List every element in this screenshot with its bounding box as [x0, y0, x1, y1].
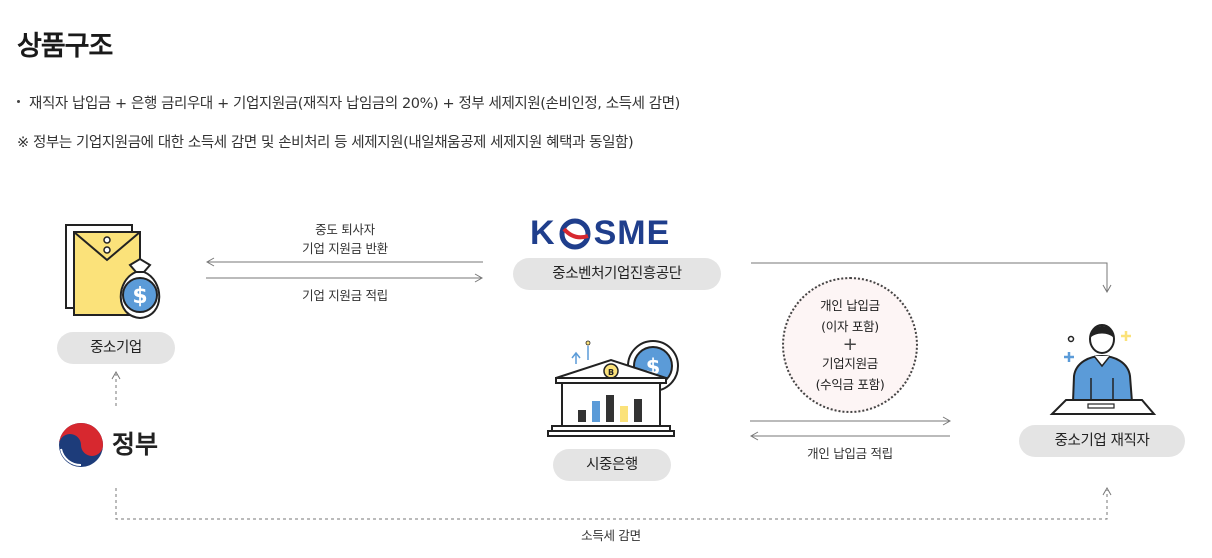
- svg-text:$: $: [132, 284, 147, 309]
- accumulation-circle: 개인 납입금 (이자 포함) + 기업지원금 (수익금 포함): [782, 277, 918, 413]
- structure-description: 재직자 납입금 + 은행 금리우대 + 기업지원금(재직자 납임금의 20%) …: [17, 92, 680, 113]
- company-deposit-arrow: [206, 273, 484, 283]
- tax-reduction-path: [115, 486, 1112, 520]
- bank-to-employee-arrow: [750, 416, 952, 426]
- circle-line-interest: (이자 포함): [821, 319, 879, 334]
- refund-label-line1: 중도 퇴사자: [315, 222, 375, 237]
- government-to-sme-arrow: [111, 370, 121, 406]
- employee-node: 중소기업 재직자: [1019, 425, 1185, 457]
- employee-desk-icon: [1049, 324, 1157, 415]
- sme-node: 중소기업: [57, 332, 175, 364]
- circle-plus: +: [842, 334, 858, 355]
- government-note: ※ 정부는 기업지원금에 대한 소득세 감면 및 손비처리 등 세제지원(내일채…: [17, 135, 634, 151]
- refund-label-line2: 기업 지원금 반환: [302, 241, 388, 256]
- kosme-to-employee-arrow: [751, 262, 1112, 294]
- structure-description-text: 재직자 납입금 + 은행 금리우대 + 기업지원금(재직자 납임금의 20%) …: [29, 96, 680, 112]
- kosme-node: 중소벤처기업진흥공단: [513, 258, 721, 290]
- tax-reduction-label: 소득세 감면: [581, 528, 641, 543]
- kosme-logo: K SME: [530, 214, 670, 253]
- refund-arrow: [205, 257, 483, 267]
- circle-line-company: 기업지원금: [821, 356, 878, 371]
- kosme-logo-o-icon: [559, 218, 591, 249]
- envelope-money-bag-icon: $: [65, 224, 161, 320]
- bank-building-icon: $ B: [547, 340, 679, 437]
- page-title: 상품구조: [17, 31, 113, 62]
- government-node: 정부: [112, 430, 159, 459]
- government-emblem-icon: [59, 423, 103, 467]
- personal-deposit-arrow: [749, 431, 950, 441]
- bank-node: 시중은행: [553, 449, 671, 481]
- kosme-logo-letter-k: K: [530, 214, 556, 252]
- circle-line-personal: 개인 납입금: [820, 298, 880, 313]
- bullet-dot: [17, 99, 20, 103]
- circle-line-earnings: (수익금 포함): [815, 377, 885, 392]
- kosme-logo-letters-sme: SME: [593, 214, 671, 252]
- personal-deposit-label: 개인 납입금 적립: [807, 446, 893, 461]
- svg-text:B: B: [608, 368, 614, 377]
- company-deposit-label: 기업 지원금 적립: [302, 288, 388, 303]
